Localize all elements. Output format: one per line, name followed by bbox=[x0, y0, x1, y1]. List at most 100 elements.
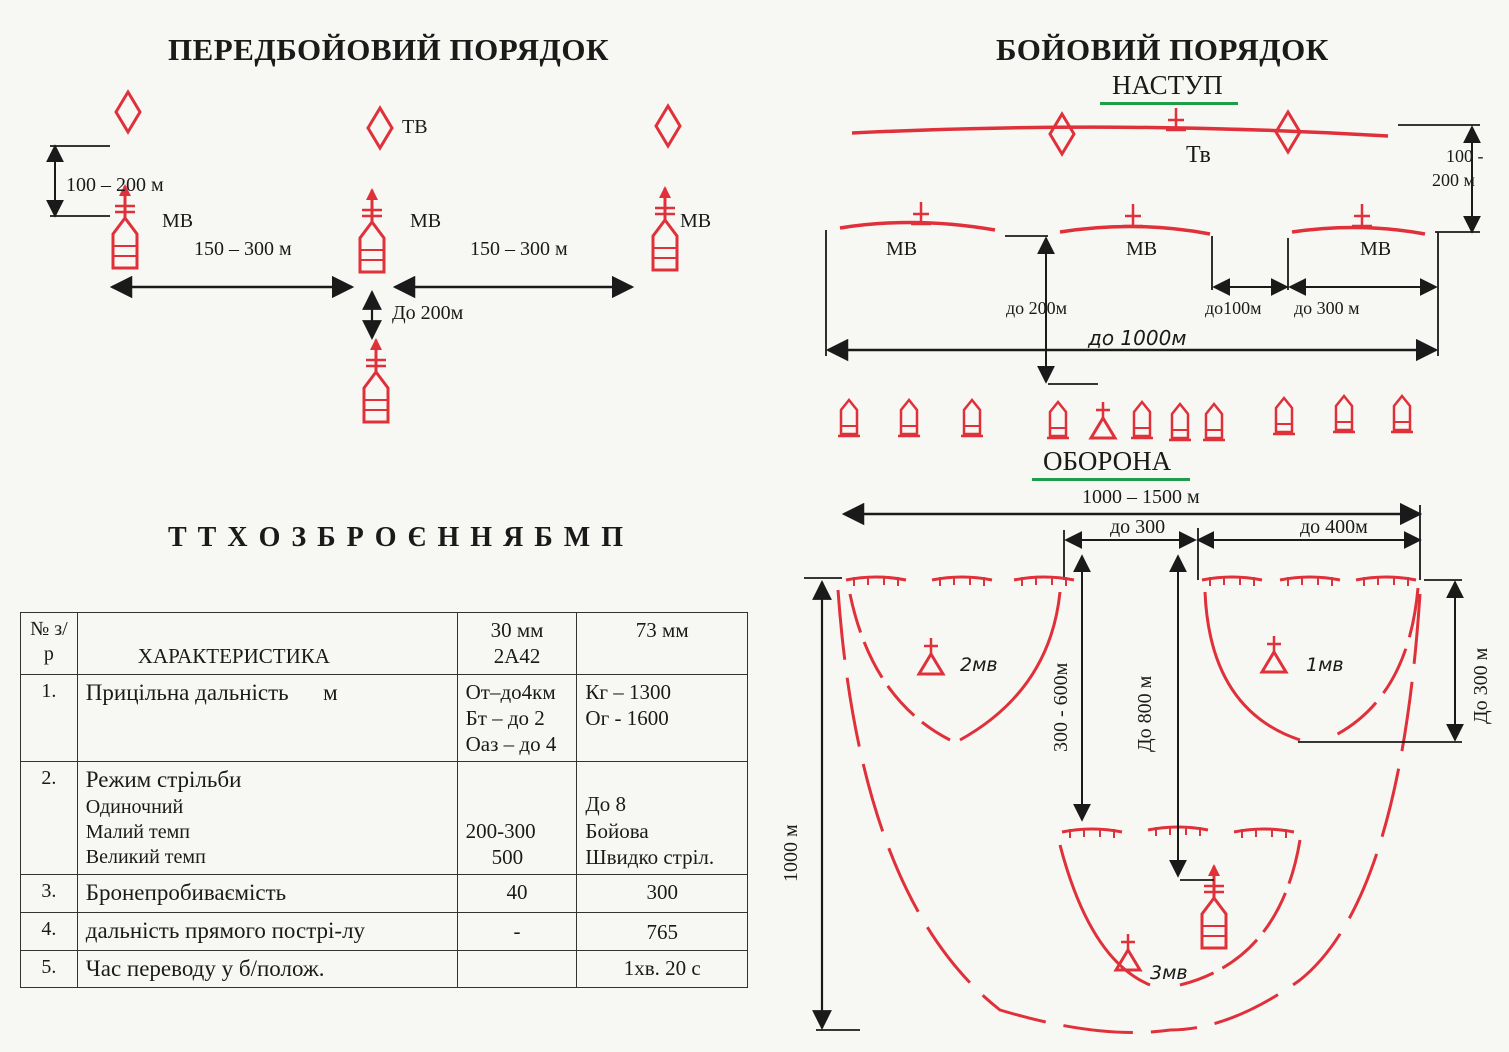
oborona-do300v: До 300 м bbox=[1470, 647, 1492, 724]
table-row: 5. Час переводу у б/полож. 1хв. 20 с bbox=[20, 949, 748, 989]
row4-30: - bbox=[456, 911, 578, 951]
oborona-1000: 1000 м bbox=[780, 824, 802, 882]
row2-sub-1: Малий темп bbox=[85, 821, 190, 843]
row5-73: 1хв. 20 с bbox=[576, 949, 748, 989]
row1-73-1: Кг – 1300 bbox=[585, 679, 672, 704]
nastup-title: НАСТУП bbox=[1112, 70, 1223, 100]
column-right bbox=[653, 186, 677, 270]
row1-unit: м bbox=[323, 679, 338, 705]
row2-num: 2. bbox=[20, 761, 78, 875]
header-73: 73 мм bbox=[576, 612, 748, 675]
row3-30: 40 bbox=[456, 874, 578, 913]
nastup-flag-mv2 bbox=[1121, 202, 1145, 228]
nastup-label-mv1: МВ bbox=[886, 238, 918, 260]
trench-3mv-c bbox=[1232, 826, 1296, 840]
row2-73-0: До 8 bbox=[585, 792, 626, 817]
bmp-4 bbox=[1045, 400, 1071, 440]
row1-30-1: Бт – до 2 bbox=[465, 705, 545, 730]
nastup-do300: до 300 м bbox=[1294, 298, 1360, 318]
column-mid bbox=[360, 188, 384, 272]
column-rear bbox=[364, 338, 388, 422]
table-row: 3. Бронепробиваємість 40 300 bbox=[20, 874, 748, 913]
bmp-2 bbox=[896, 398, 922, 438]
header-char-text: ХАРАКТЕРИСТИКА bbox=[137, 644, 330, 669]
cmd-2mv bbox=[917, 636, 945, 676]
label-tv: ТВ bbox=[402, 116, 428, 138]
row1-30-0: От–до4км bbox=[465, 679, 556, 704]
bmp-1 bbox=[836, 398, 862, 438]
oborona-1mv: 1мв bbox=[1306, 654, 1344, 676]
row1-30-2: Оаз – до 4 bbox=[465, 732, 557, 756]
label-dist-down: До 200м bbox=[392, 302, 464, 324]
nastup-do1000: до 1000м bbox=[1088, 326, 1187, 350]
row2-title-text: Режим стрільби bbox=[85, 767, 242, 793]
trench-1mv-c bbox=[1354, 574, 1418, 588]
row1-num: 1. bbox=[20, 673, 78, 763]
row1-73-2: Ог - 1600 bbox=[585, 705, 669, 730]
row4-num: 4. bbox=[20, 911, 78, 951]
nastup-range-bottom: 200 м bbox=[1432, 170, 1475, 190]
header-num: № з/р bbox=[20, 612, 78, 675]
predboy-group bbox=[46, 90, 682, 422]
row2-30-1: 200-300 bbox=[465, 818, 536, 843]
recon-diamond-left bbox=[114, 90, 142, 134]
label-mv-mid: МВ bbox=[410, 210, 442, 232]
label-mv-left: МВ bbox=[162, 210, 194, 232]
row2-sub-0: Одиночний bbox=[85, 796, 184, 818]
trench-2mv-c bbox=[1012, 574, 1076, 588]
row3-73: 300 bbox=[576, 874, 748, 913]
label-dist-right: 150 – 300 м bbox=[470, 238, 568, 260]
table-row: 4. дальність прямого пострі-лу - 765 bbox=[20, 911, 748, 951]
nastup-label-mv3: МВ bbox=[1360, 238, 1392, 260]
nastup-flag-mv1 bbox=[909, 200, 933, 226]
oborona-width: 1000 – 1500 м bbox=[1082, 486, 1200, 508]
label-dist-vert: 100 – 200 м bbox=[66, 174, 164, 196]
header-char: ХАРАКТЕРИСТИКА bbox=[76, 612, 458, 675]
nastup-do200: до 200м bbox=[1006, 298, 1068, 318]
bmp-3 bbox=[959, 398, 985, 438]
label-dist-left: 150 – 300 м bbox=[194, 238, 292, 260]
ttx-title: Т Т Х О З Б Р О Є Н Н Я Б М П bbox=[168, 522, 626, 553]
row1-title-text: Прицільна дальність bbox=[85, 679, 289, 705]
trench-2mv-a bbox=[844, 574, 908, 588]
trench-1mv-b bbox=[1278, 574, 1342, 588]
cmd-3mv bbox=[1114, 932, 1142, 972]
nastup-do100: до100м bbox=[1205, 298, 1262, 318]
row5-30 bbox=[456, 949, 578, 989]
predboy-title: ПЕРЕДБОЙОВИЙ ПОРЯДОК bbox=[168, 32, 609, 67]
nastup-group bbox=[825, 106, 1481, 442]
trench-1mv-a bbox=[1200, 574, 1264, 588]
oborona-do300: до 300 bbox=[1110, 516, 1166, 538]
trench-3mv-a bbox=[1060, 826, 1124, 840]
row3-num: 3. bbox=[20, 874, 78, 913]
cmd-1mv bbox=[1260, 634, 1288, 674]
bmp-5 bbox=[1129, 400, 1155, 440]
nastup-label-mv2: МВ bbox=[1126, 238, 1158, 260]
oborona-2mv: 2мв bbox=[960, 654, 998, 676]
bmp-10 bbox=[1389, 394, 1415, 434]
oborona-title: ОБОРОНА bbox=[1043, 446, 1172, 476]
row3-title: Бронепробиваємість bbox=[76, 874, 458, 913]
bmp-9 bbox=[1331, 394, 1357, 434]
nastup-flag-mv3 bbox=[1350, 202, 1374, 228]
row2-73-1: Бойова bbox=[585, 818, 649, 843]
oborona-do400: до 400м bbox=[1300, 516, 1368, 538]
row1-title: Прицільна дальність м bbox=[76, 673, 458, 763]
row2-sub-2: Великий темп bbox=[85, 846, 206, 868]
cmd-tank-def bbox=[1202, 864, 1226, 948]
row4-73: 765 bbox=[576, 911, 748, 951]
bmp-7 bbox=[1201, 402, 1227, 442]
nastup-diamond-left bbox=[1048, 112, 1076, 156]
oborona-group bbox=[804, 502, 1464, 1034]
recon-diamond-right bbox=[654, 104, 682, 148]
